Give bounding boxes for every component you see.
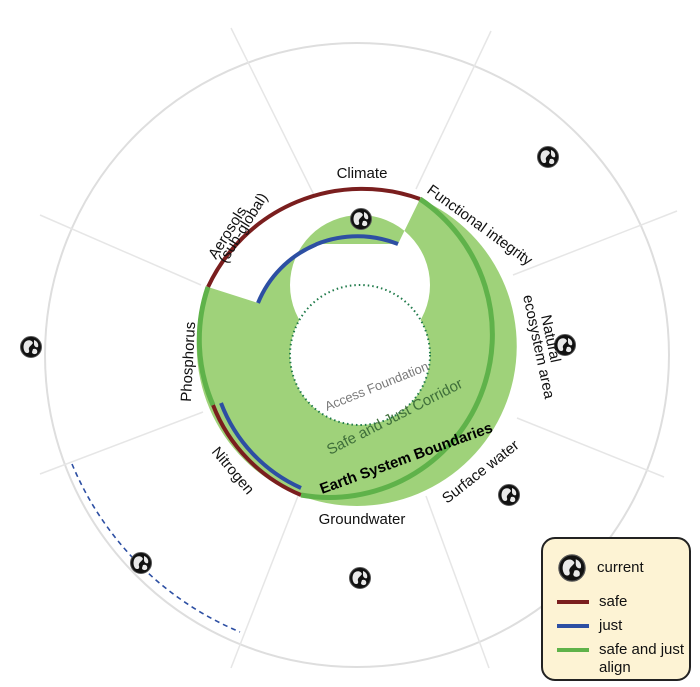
radial-spokes xyxy=(39,27,678,669)
legend-item-just: just xyxy=(557,617,695,635)
legend-label-safe-and-just-align: safe and just align xyxy=(599,641,685,676)
globe-icon xyxy=(130,552,152,574)
globe-icon xyxy=(537,146,559,168)
safe-and-just-align-arc xyxy=(300,196,495,500)
label-climate: Climate xyxy=(337,165,388,182)
outer-boundary-circle xyxy=(44,42,670,668)
legend-label-safe: safe xyxy=(599,593,628,610)
legend-swatch-safe xyxy=(557,600,589,604)
legend-label-just: just xyxy=(599,617,623,634)
legend-swatch-just xyxy=(557,624,589,628)
label-groundwater: Groundwater xyxy=(319,511,406,528)
globe-icon xyxy=(20,336,42,358)
globe-icon xyxy=(349,567,371,589)
safe-boundary-arc-lower xyxy=(211,404,302,497)
safe-and-just-align-arc-left xyxy=(196,286,216,407)
safe-boundary-arc-upper xyxy=(206,186,421,288)
legend-item-safe-and-just-align: safe and just align xyxy=(557,641,695,677)
globe-icon xyxy=(558,554,586,582)
globe-icon xyxy=(350,208,372,230)
nitrogen-overshoot-dashed-arc xyxy=(71,463,241,633)
just-boundary-arc-lower xyxy=(219,402,302,490)
legend-label-current: current xyxy=(597,559,644,576)
globe-icon xyxy=(498,484,520,506)
label-phosphorus: Phosphorus xyxy=(178,321,199,402)
legend-swatch-safe-and-just-align xyxy=(557,648,589,652)
just-boundary-arc-upper xyxy=(256,234,399,304)
legend-item-current: current xyxy=(557,553,693,583)
access-foundation-circle xyxy=(289,284,431,426)
legend: current safe just safe and just align xyxy=(541,537,691,681)
legend-item-safe: safe xyxy=(557,593,695,611)
